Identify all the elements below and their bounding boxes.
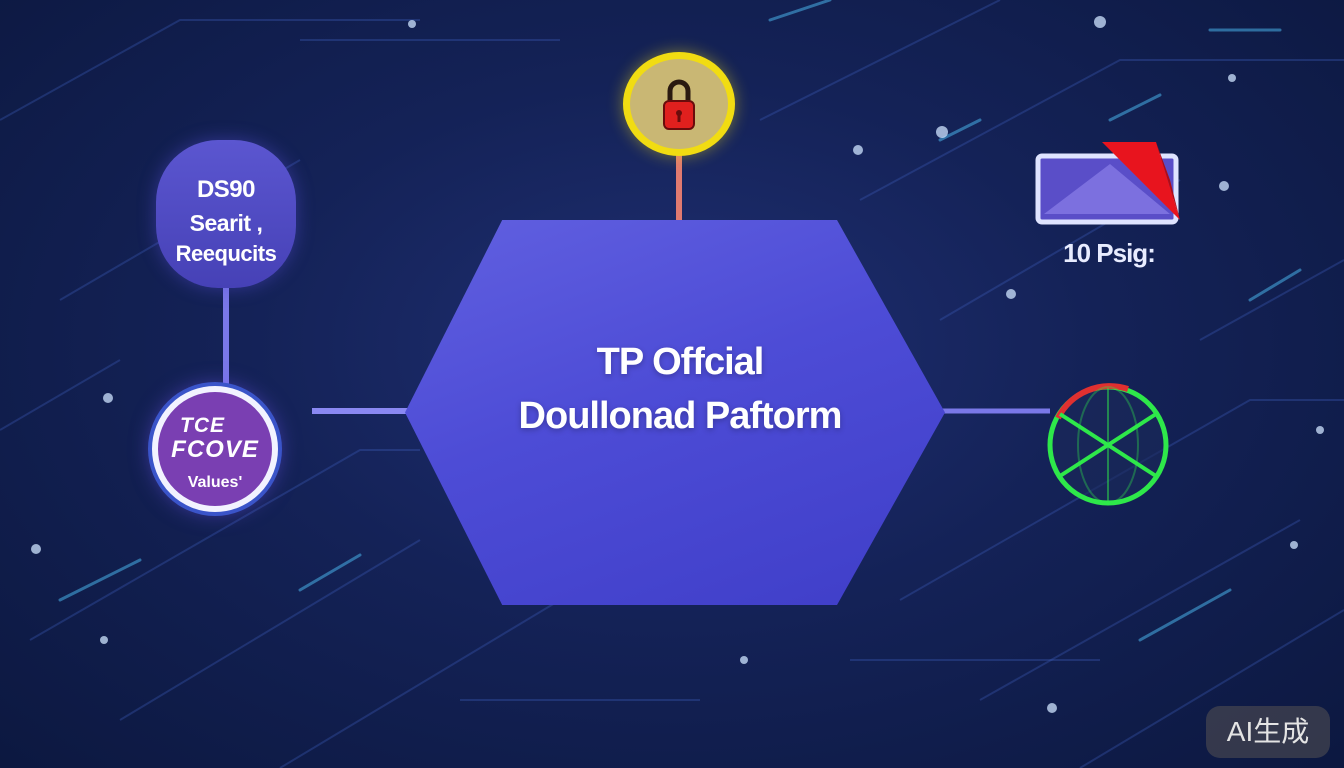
search-node-line1: DS90 bbox=[196, 176, 256, 203]
search-node-line3: Reequcits bbox=[175, 241, 277, 266]
values-node-line1: TCE bbox=[180, 414, 225, 437]
globe-icon bbox=[1047, 383, 1169, 506]
center-hexagon bbox=[405, 220, 945, 605]
lock-node bbox=[623, 52, 735, 156]
values-node-line3: Values' bbox=[187, 474, 243, 491]
window-icon bbox=[1035, 142, 1180, 225]
center-title-line1: TP Offcial bbox=[596, 341, 765, 383]
values-node: TCE FCOVE Values' bbox=[152, 386, 278, 512]
search-requests-node: DS90 Searit , Reequcits bbox=[156, 140, 296, 288]
search-node-line2: Searit , bbox=[189, 210, 263, 236]
padlock-icon bbox=[663, 79, 695, 130]
window-node-label: 10 Psig: bbox=[1063, 238, 1156, 268]
center-title: TP Offcial Doullonad Paftorm bbox=[405, 335, 955, 443]
center-title-line2: Doullonad Paftorm bbox=[518, 395, 843, 437]
values-node-line2: FCOVE bbox=[171, 436, 259, 463]
ai-generated-badge: AI生成 bbox=[1206, 706, 1330, 758]
